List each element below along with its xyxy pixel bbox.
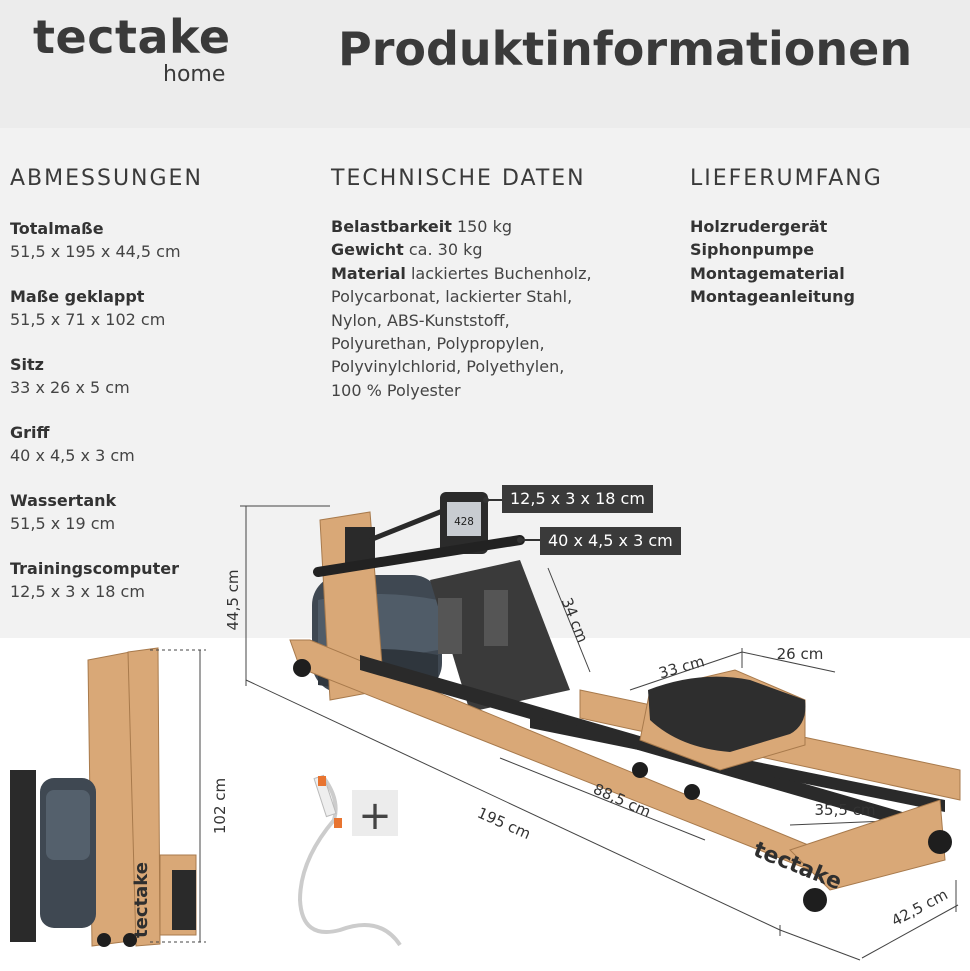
folded-rower bbox=[10, 647, 197, 947]
header: tectake home Produktinformationen bbox=[0, 0, 970, 128]
dimension-item: Maße geklappt 51,5 x 71 x 102 cm bbox=[10, 285, 310, 331]
material-line: Polyvinylchlorid, Polyethylen, bbox=[331, 357, 565, 377]
brand-logo: tectake bbox=[33, 10, 231, 64]
seat bbox=[639, 669, 806, 771]
dimension-value: 12,5 x 3 x 18 cm bbox=[10, 582, 145, 601]
dimension-item: Sitz 33 x 26 x 5 cm bbox=[10, 353, 310, 399]
dimension-value: 51,5 x 19 cm bbox=[10, 514, 116, 533]
handle-dimension-callout: 40 x 4,5 x 3 cm bbox=[540, 527, 681, 555]
main-rail bbox=[289, 639, 961, 891]
dimension-item: Trainingscomputer 12,5 x 3 x 18 cm bbox=[10, 557, 310, 603]
delivery-item: Montageanleitung bbox=[690, 287, 855, 307]
dimension-lines bbox=[240, 505, 959, 961]
dimension-value: 51,5 x 71 x 102 cm bbox=[10, 310, 166, 329]
computer-dimension-callout: 12,5 x 3 x 18 cm bbox=[502, 485, 653, 513]
material-line: Nylon, ABS-Kunststoff, bbox=[331, 310, 510, 330]
dimension-value: 33 x 26 x 5 cm bbox=[10, 378, 130, 397]
dimension-label: Griff bbox=[10, 423, 50, 442]
load-row: Belastbarkeit 150 kg bbox=[331, 215, 631, 238]
dimension-label: Wassertank bbox=[10, 491, 117, 510]
dimension-label: Trainingscomputer bbox=[10, 559, 179, 578]
rear-width-label: 35,5 cm bbox=[814, 801, 875, 819]
weight-value: ca. 30 kg bbox=[408, 240, 483, 260]
delivery-item: Siphonpumpe bbox=[690, 240, 815, 260]
display-readout: 428 bbox=[454, 515, 474, 528]
brand-logo-sub: home bbox=[163, 62, 226, 87]
dimensions-list: Totalmaße 51,5 x 195 x 44,5 cm Maße gekla… bbox=[10, 217, 310, 625]
material-row: Material lackiertes Buchenholz, bbox=[331, 262, 631, 285]
handle-pointer-dot bbox=[517, 537, 523, 543]
dimension-item: Griff 40 x 4,5 x 3 cm bbox=[10, 421, 310, 467]
page-title: Produktinformationen bbox=[338, 22, 913, 76]
dimensions-heading: ABMESSUNGEN bbox=[10, 166, 203, 191]
siphon-pump bbox=[297, 774, 402, 947]
folded-brand-logo: tectake bbox=[131, 862, 152, 938]
material-line: Polyurethan, Polypropylen, bbox=[331, 334, 545, 354]
material-line: Polycarbonat, lackierter Stahl, bbox=[331, 287, 573, 307]
dimension-label: Sitz bbox=[10, 355, 44, 374]
training-computer: 428 bbox=[440, 492, 488, 554]
wheels bbox=[293, 659, 952, 912]
plus-icon: + bbox=[358, 793, 392, 839]
dimension-value: 40 x 4,5 x 3 cm bbox=[10, 446, 135, 465]
technical-heading: TECHNISCHE DATEN bbox=[331, 166, 586, 191]
load-label: Belastbarkeit bbox=[331, 217, 452, 236]
width-label: 42,5 cm bbox=[888, 885, 950, 930]
delivery-item: Montagematerial bbox=[690, 263, 845, 283]
weight-row: Gewicht ca. 30 kg bbox=[331, 238, 631, 261]
computer-pointer-dot bbox=[483, 497, 489, 503]
load-value: 150 kg bbox=[456, 217, 512, 236]
material-label: Material bbox=[331, 263, 406, 283]
technical-list: Belastbarkeit 150 kg Gewicht ca. 30 kg M… bbox=[331, 215, 631, 402]
dimension-item: Totalmaße 51,5 x 195 x 44,5 cm bbox=[10, 217, 310, 263]
dimension-label: Totalmaße bbox=[10, 219, 104, 238]
delivery-heading: LIEFERUMFANG bbox=[690, 166, 883, 191]
handle-bar bbox=[313, 535, 525, 577]
material-line: 100 % Polyester bbox=[331, 380, 461, 400]
length-label: 195 cm bbox=[475, 804, 534, 843]
weight-label: Gewicht bbox=[331, 240, 404, 260]
delivery-item: Holzrudergerät bbox=[690, 217, 828, 236]
delivery-list: Holzrudergerät Siphonpumpe Montagemateri… bbox=[690, 215, 960, 309]
dimension-item: Wassertank 51,5 x 19 cm bbox=[10, 489, 310, 535]
seat-width-label: 26 cm bbox=[777, 645, 824, 663]
folded-height-label: 102 cm bbox=[211, 778, 229, 834]
dimension-value: 51,5 x 195 x 44,5 cm bbox=[10, 242, 181, 261]
console-arm bbox=[369, 507, 446, 543]
material-line: lackiertes Buchenholz, bbox=[410, 263, 592, 283]
footplate bbox=[430, 560, 570, 712]
plus-badge bbox=[352, 790, 398, 836]
height-label: 44,5 cm bbox=[224, 569, 242, 630]
footplate-label: 34 cm bbox=[558, 595, 592, 645]
dimension-label: Maße geklappt bbox=[10, 287, 145, 306]
